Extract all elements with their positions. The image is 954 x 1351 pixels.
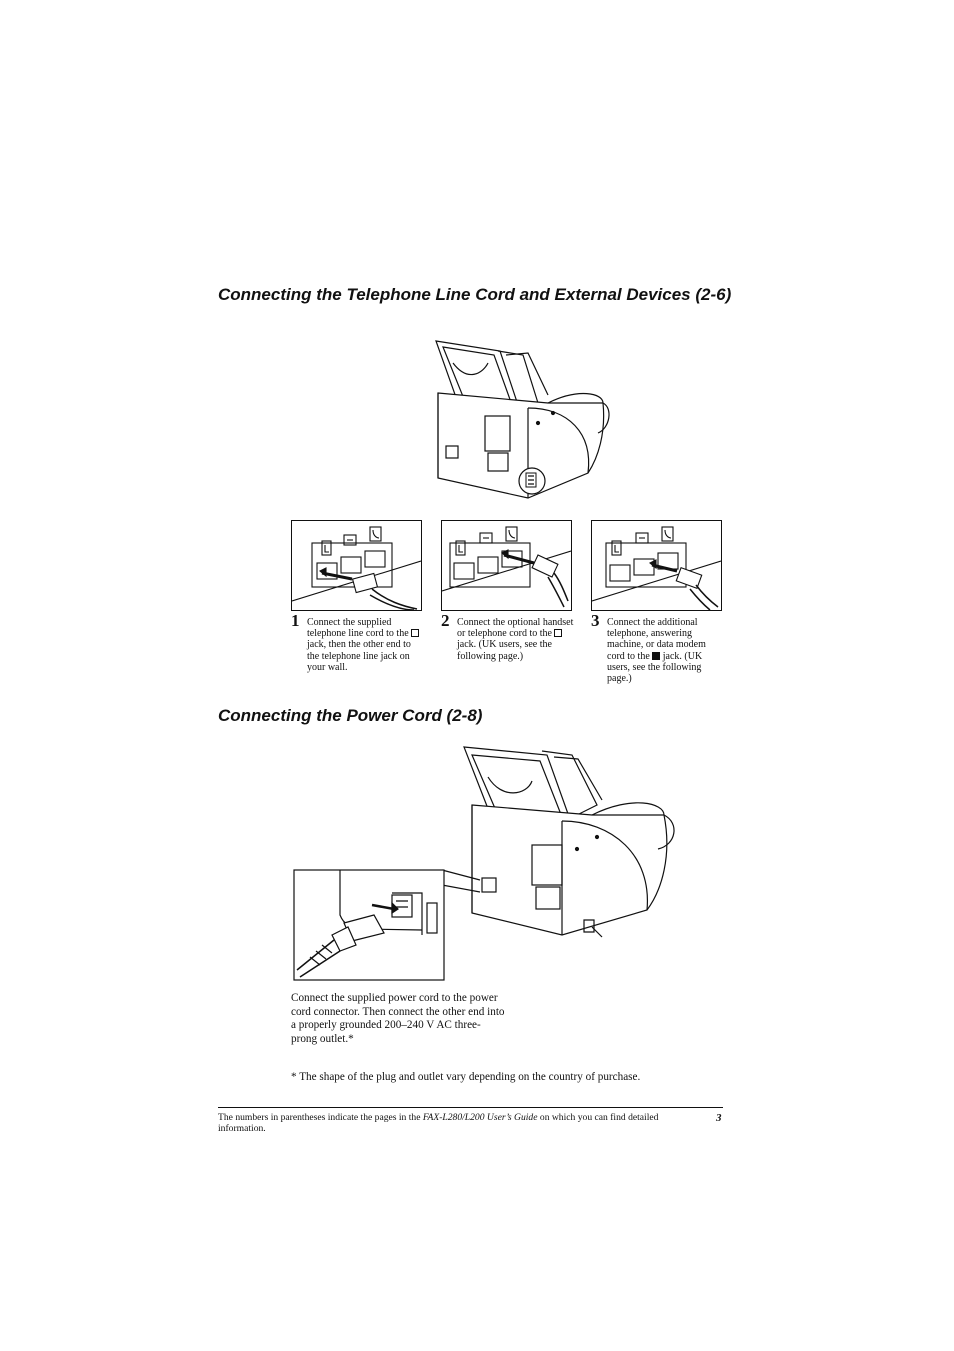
step-1-number: 1 <box>291 611 300 630</box>
step-3-number: 3 <box>591 611 600 630</box>
footer-note: The numbers in parentheses indicate the … <box>218 1112 659 1134</box>
step-1-illustration <box>291 520 422 611</box>
fax-machine-illustration <box>428 333 618 503</box>
step-3-text: Connect the additional telephone, answer… <box>607 617 706 685</box>
section-title-power-cord: Connecting the Power Cord (2-8) <box>218 706 483 725</box>
step-2-text: Connect the optional handset or telephon… <box>457 617 574 662</box>
power-cord-instructions: Connect the supplied power cord to the p… <box>291 992 505 1045</box>
handset-jack-icon <box>554 629 563 638</box>
section-title-telephone: Connecting the Telephone Line Cord and E… <box>218 285 732 304</box>
footer-divider <box>218 1107 723 1108</box>
step-2-number: 2 <box>441 611 450 630</box>
line-jack-icon <box>411 629 420 638</box>
power-cord-illustration <box>292 745 692 985</box>
step-3-illustration <box>591 520 722 611</box>
external-device-jack-icon <box>652 651 661 660</box>
step-1-text: Connect the supplied telephone line cord… <box>307 617 425 673</box>
guide-title: FAX-L280/L200 User’s Guide <box>422 1112 538 1123</box>
step-2-illustration <box>441 520 572 611</box>
plug-shape-footnote: * The shape of the plug and outlet vary … <box>291 1071 641 1083</box>
page-number: 3 <box>716 1112 722 1124</box>
